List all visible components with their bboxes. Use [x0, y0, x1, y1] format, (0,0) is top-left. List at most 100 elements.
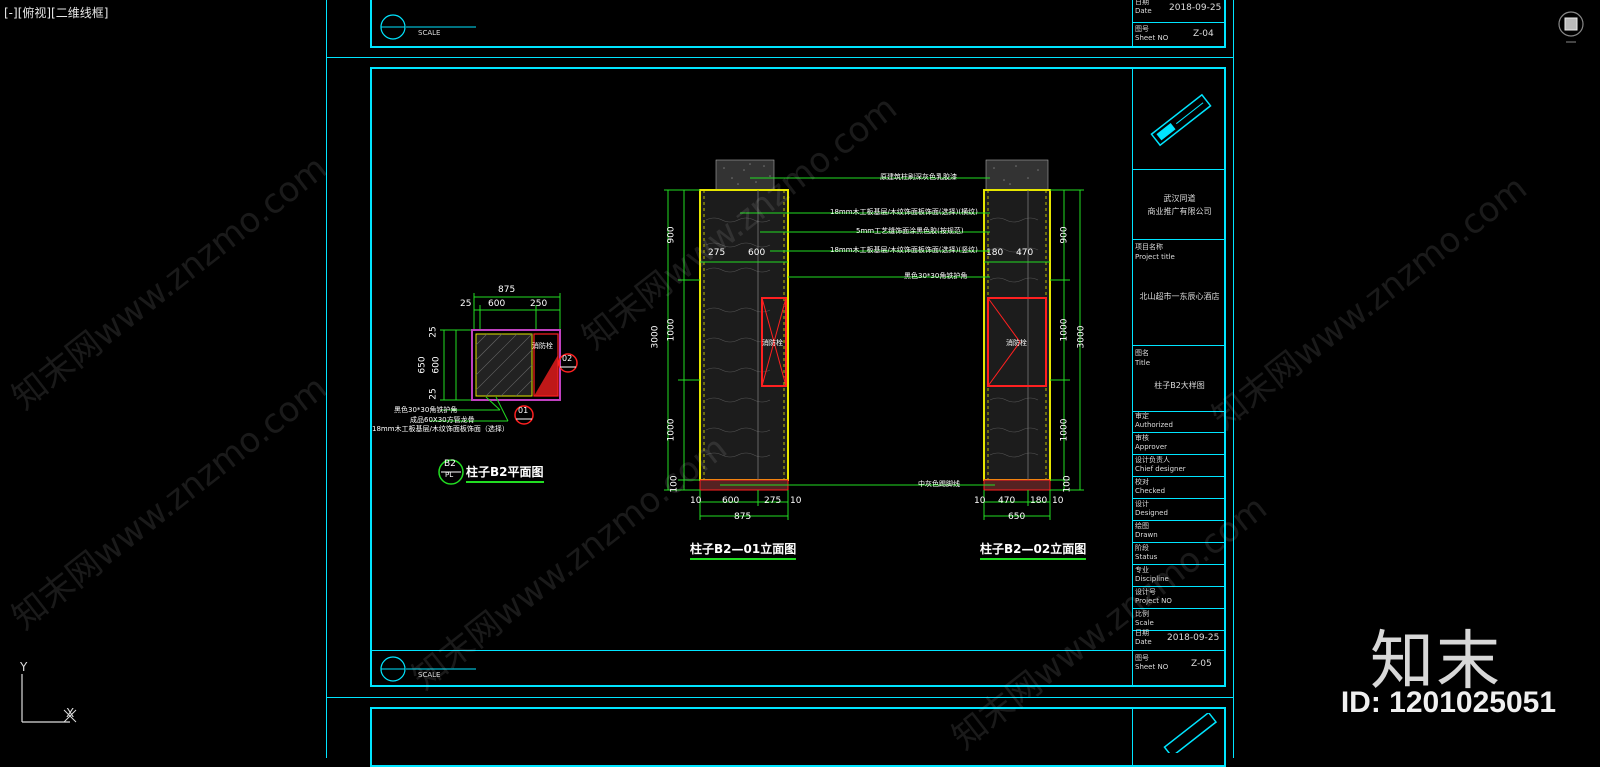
date-value: 2018-09-25 — [1169, 3, 1222, 13]
scale-text-main: SCALE — [418, 671, 441, 679]
main-date-label-cn: 日期 — [1135, 629, 1149, 637]
viewport-label[interactable]: [-][俯视][二维线框] — [4, 6, 109, 20]
e1-bottom-10a: 10 — [690, 496, 702, 506]
project-label-en: Project title — [1135, 253, 1175, 261]
scale-text-top: SCALE — [418, 29, 441, 37]
e1-dim-100: 100 — [669, 475, 680, 493]
drawing-area-bottom-line — [370, 650, 1134, 651]
plan-dim-650: 650 — [417, 356, 428, 374]
logo-stamp-icon-bottom — [1163, 713, 1218, 753]
callout-3: 5mm工艺缝饰面涂黑色胶(按规范) — [856, 227, 964, 235]
sheet-bottom-frame — [370, 707, 1226, 767]
e2-top-470: 470 — [1016, 248, 1034, 258]
e1-dim-1000a: 1000 — [666, 318, 677, 342]
main-sheet-label-en: Sheet NO — [1135, 663, 1169, 671]
watermark-2: 知末网www.znzmo.com — [4, 367, 335, 638]
e2-bottom-10a: 10 — [974, 496, 986, 506]
watermark-6: 知末网www.znzmo.com — [1204, 167, 1535, 438]
sheet-top-titleblock: 日期 Date 2018-09-25 图号 Sheet NO Z-04 — [1132, 0, 1225, 48]
callout-leaders — [720, 177, 995, 486]
e2-bottom-180: 180 — [1030, 496, 1048, 506]
plan-note-3: 18mm木工板基层/木纹饰面板饰面（选择） — [372, 425, 509, 433]
plan-note-1: 黑色30*30角铁护角 — [394, 406, 458, 414]
date-label-en: Date — [1135, 7, 1152, 15]
e1-red-label: 消防栓 — [762, 339, 783, 347]
e1-dim-900: 900 — [666, 226, 677, 244]
e1-bottom-total: 875 — [734, 512, 752, 522]
e2-bottom-total: 650 — [1008, 512, 1026, 522]
plan-marker-02: 02 — [562, 354, 573, 363]
e1-bottom-10b: 10 — [790, 496, 802, 506]
scale-bar-top: SCALE — [376, 10, 476, 44]
plan-dim-600v: 600 — [431, 356, 442, 374]
plan-dim-25: 25 — [460, 299, 472, 309]
axis-y-label: Y — [20, 660, 28, 674]
plan-dim-25a: 25 — [428, 326, 439, 338]
elev1-caption: 柱子B2—01立面图 — [690, 540, 797, 560]
brand-logo: 知末 — [1370, 625, 1502, 699]
scale-bar-main: SCALE — [376, 652, 486, 686]
date-label-cn: 日期 — [1135, 0, 1149, 6]
e1-top-275: 275 — [708, 248, 726, 258]
callout-6: 中灰色踢脚线 — [918, 480, 960, 488]
elevation-01: 275 600 3000 900 1000 1000 100 10 600 27… — [650, 150, 810, 580]
watermark-1: 知末网www.znzmo.com — [4, 147, 335, 418]
e2-dim-100: 100 — [1062, 475, 1073, 493]
plan-red-label: 消防栓 — [532, 342, 553, 350]
company-line2: 商业推广有限公司 — [1147, 207, 1212, 216]
title-value: 柱子B2大样图 — [1154, 381, 1205, 390]
e2-dim-1000b: 1000 — [1059, 418, 1070, 442]
callout-2: 18mm木工板基层/木纹饰面板饰面(选择)(横纹) — [830, 208, 978, 216]
e1-bottom-275: 275 — [764, 496, 782, 506]
sheet-label-en: Sheet NO — [1135, 34, 1169, 42]
sheet-main-frame — [370, 67, 1226, 687]
plan-dim-250: 250 — [530, 299, 548, 309]
title-label-en: Title — [1135, 359, 1151, 367]
main-sheet-label-cn: 图号 — [1135, 654, 1149, 662]
view-cube-icon[interactable] — [1556, 6, 1586, 46]
sheet-top-frame — [370, 0, 1226, 48]
sheet-bottom-titleblock — [1132, 707, 1225, 767]
company-line1: 武汉同道 — [1163, 194, 1196, 203]
e1-total-left: 3000 — [650, 325, 661, 349]
sheet-divider-bottom — [326, 697, 1234, 698]
elevation-02: 180 470 3000 900 1000 1000 100 10 470 18… — [974, 150, 1100, 580]
plan-caption: 柱子B2平面图 — [466, 463, 544, 483]
e2-red-label: 消防栓 — [1006, 339, 1027, 347]
e2-bottom-470: 470 — [998, 496, 1016, 506]
plan-dim-600: 600 — [488, 299, 506, 309]
main-date-value: 2018-09-25 — [1167, 633, 1220, 643]
logo-stamp-icon — [1150, 93, 1212, 147]
main-date-label-en: Date — [1135, 638, 1152, 646]
e1-dim-1000b: 1000 — [666, 418, 677, 442]
sheet-boundary — [326, 0, 1234, 758]
main-sheet-value: Z-05 — [1191, 659, 1212, 669]
callout-4: 18mm木工板基层/木纹饰面板饰面(选择)(竖纹) — [830, 246, 978, 254]
e2-dim-900: 900 — [1059, 226, 1070, 244]
brand-id: ID: 1201025051 — [1340, 686, 1556, 719]
e1-top-600: 600 — [748, 248, 766, 258]
e2-bottom-10b: 10 — [1052, 496, 1064, 506]
callout-5: 黑色30*30角铁护角 — [904, 272, 968, 280]
plan-marker-01: 01 — [518, 406, 529, 415]
sheet-value: Z-04 — [1193, 29, 1214, 39]
e1-bottom-600: 600 — [722, 496, 740, 506]
sheet-divider-top — [326, 57, 1234, 58]
callout-1: 原建筑柱刷深灰色乳胶漆 — [880, 173, 957, 181]
title-block: 武汉同道 商业推广有限公司 项目名称 Project title 北山超市一东辰… — [1132, 67, 1226, 687]
elev2-caption: 柱子B2—02立面图 — [980, 540, 1087, 560]
ucs-axis-icon — [21, 674, 77, 723]
plan-dim-total: 875 — [498, 285, 516, 295]
plan-badge-bottom: PL — [445, 471, 454, 479]
project-value: 北山超市一东辰心酒店 — [1139, 292, 1220, 301]
plan-dim-25b: 25 — [428, 388, 439, 400]
project-label-cn: 项目名称 — [1135, 243, 1163, 251]
title-label-cn: 图名 — [1135, 349, 1149, 357]
plan-view: 875 25 600 250 650 600 25 25 消防栓 02 01 黑… — [372, 285, 600, 495]
e2-top-180: 180 — [986, 248, 1004, 258]
axis-x-label: X — [66, 706, 75, 720]
plan-note-2: 成品60X30方管龙骨 — [410, 416, 475, 424]
e2-total-right: 3000 — [1076, 325, 1087, 349]
plan-view-badge-icon — [438, 459, 464, 485]
sheet-label-cn: 图号 — [1135, 25, 1149, 33]
